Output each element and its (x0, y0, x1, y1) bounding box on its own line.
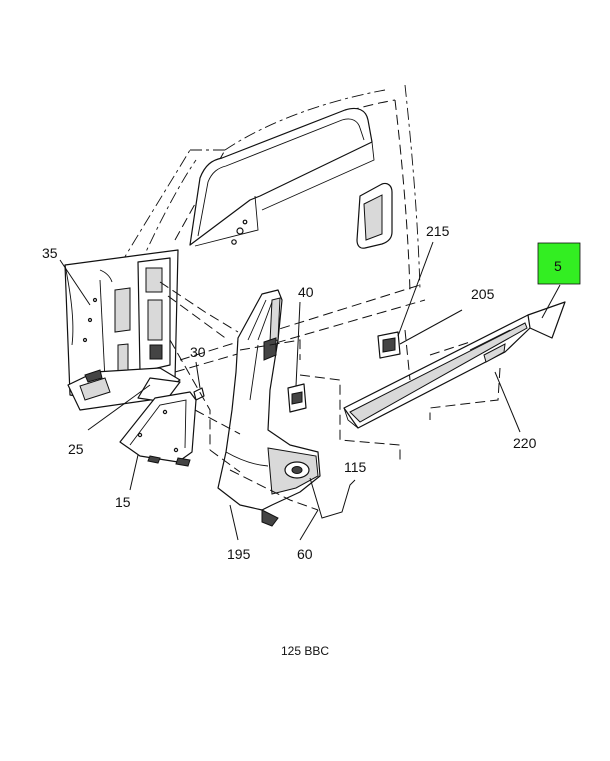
callout-215: 215 (426, 223, 450, 239)
door-holes (231, 219, 248, 245)
callout-35: 35 (42, 245, 58, 261)
fastener-30 (193, 387, 205, 401)
pillar-trim-195 (217, 289, 321, 527)
callout-25: 25 (68, 441, 84, 457)
callout-30: 30 (190, 344, 206, 360)
callout-15: 15 (115, 494, 131, 510)
callout-5-highlight[interactable]: 5 (537, 242, 581, 285)
highlight-box[interactable] (537, 242, 581, 285)
door-window (189, 107, 375, 247)
cab-inner-structure (64, 249, 181, 411)
leader-lines (59, 241, 561, 541)
callout-205: 205 (471, 286, 495, 302)
panel-15 (119, 391, 197, 467)
callout-220: 220 (513, 435, 537, 451)
callout-60: 60 (297, 546, 313, 562)
end-cap-5 (527, 301, 566, 339)
rocker-trim-220 (343, 314, 533, 429)
callout-40: 40 (298, 284, 314, 300)
clip-215 (377, 331, 401, 359)
drawing-code: 125 BBC (280, 644, 330, 658)
callout-195: 195 (227, 546, 251, 562)
door-handle (356, 182, 393, 249)
callout-5[interactable]: 5 (554, 258, 562, 274)
callout-115: 115 (344, 459, 367, 475)
assembly-guide-lines (159, 281, 501, 511)
clip-40 (287, 383, 307, 413)
